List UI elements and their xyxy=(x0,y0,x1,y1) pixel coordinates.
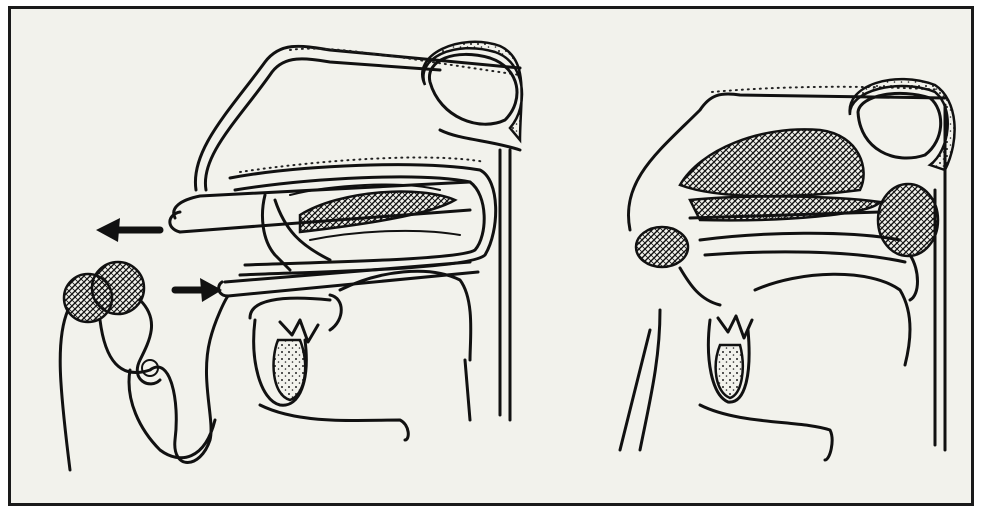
arrow-left-icon xyxy=(96,218,160,242)
right-anterior-balloon xyxy=(636,227,688,267)
left-panel xyxy=(170,42,522,440)
right-panel xyxy=(620,79,955,460)
right-sinus xyxy=(858,93,941,158)
right-packing-upper xyxy=(680,129,864,196)
right-posterior-balloon xyxy=(878,184,938,256)
arrow-right-icon xyxy=(175,278,222,302)
